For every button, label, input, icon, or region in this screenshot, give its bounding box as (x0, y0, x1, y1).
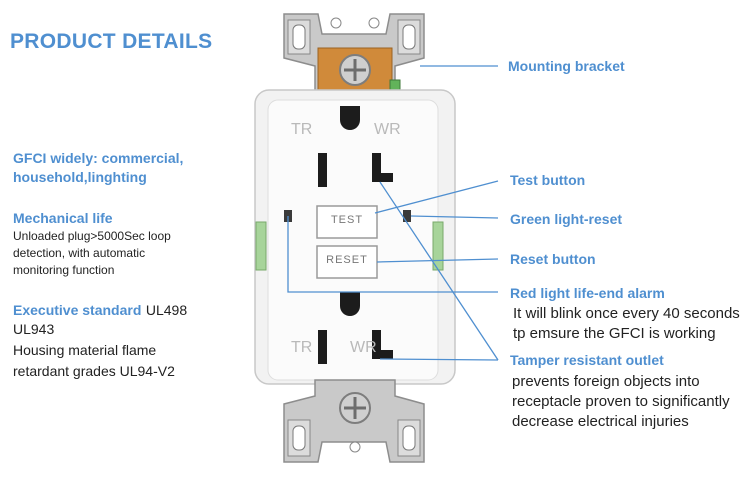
callout-reset-button: Reset button (510, 251, 596, 267)
tamper-desc-1: prevents foreign objects into (512, 373, 700, 390)
bottom-mounting-bracket (283, 379, 425, 463)
executive-standard: Executive standard UL498 (13, 300, 187, 321)
callout-green-light: Green light-reset (510, 211, 623, 227)
executive-standard-value-2: UL943 (13, 321, 55, 337)
executive-standard-value-1: UL498 (145, 302, 188, 318)
callout-test-button: Test button (510, 172, 586, 188)
housing-line-1: Housing material flame (13, 342, 157, 358)
gfci-line-2: household,linghting (13, 169, 147, 185)
red-light-desc-1: It will blink once every 40 seconds (513, 305, 740, 322)
wr-label-bottom: WR (350, 339, 377, 356)
mechanical-life-line-2: detection, with automatic (13, 246, 146, 260)
callout-tamper-resistant: Tamper resistant outlet (510, 352, 664, 368)
red-light-desc-2: tp emsure the GFCI is working (513, 325, 716, 342)
mechanical-life-title: Mechanical life (13, 210, 113, 226)
test-button[interactable]: TEST (330, 214, 364, 226)
tr-label-bottom: TR (291, 339, 313, 356)
top-mounting-bracket (283, 13, 425, 99)
gfci-line-1: GFCI widely: commercial, (13, 150, 184, 166)
reset-button[interactable]: RESET (326, 254, 368, 266)
tamper-desc-2: receptacle proven to significantly (512, 393, 730, 410)
tr-label-top: TR (291, 121, 313, 138)
callout-mounting-bracket: Mounting bracket (508, 58, 625, 74)
mechanical-life-line-3: monitoring function (13, 263, 115, 277)
housing-line-2: retardant grades UL94-V2 (13, 363, 175, 379)
wr-label-top: WR (374, 121, 401, 138)
executive-standard-title: Executive standard (13, 302, 142, 318)
callout-red-light: Red light life-end alarm (510, 285, 665, 301)
outlet-body (254, 89, 456, 385)
callout-lines (287, 65, 499, 361)
tamper-desc-3: decrease electrical injuries (512, 413, 689, 430)
mechanical-life-line-1: Unloaded plug>5000Sec loop (13, 229, 171, 243)
page-title: PRODUCT DETAILS (10, 30, 213, 53)
